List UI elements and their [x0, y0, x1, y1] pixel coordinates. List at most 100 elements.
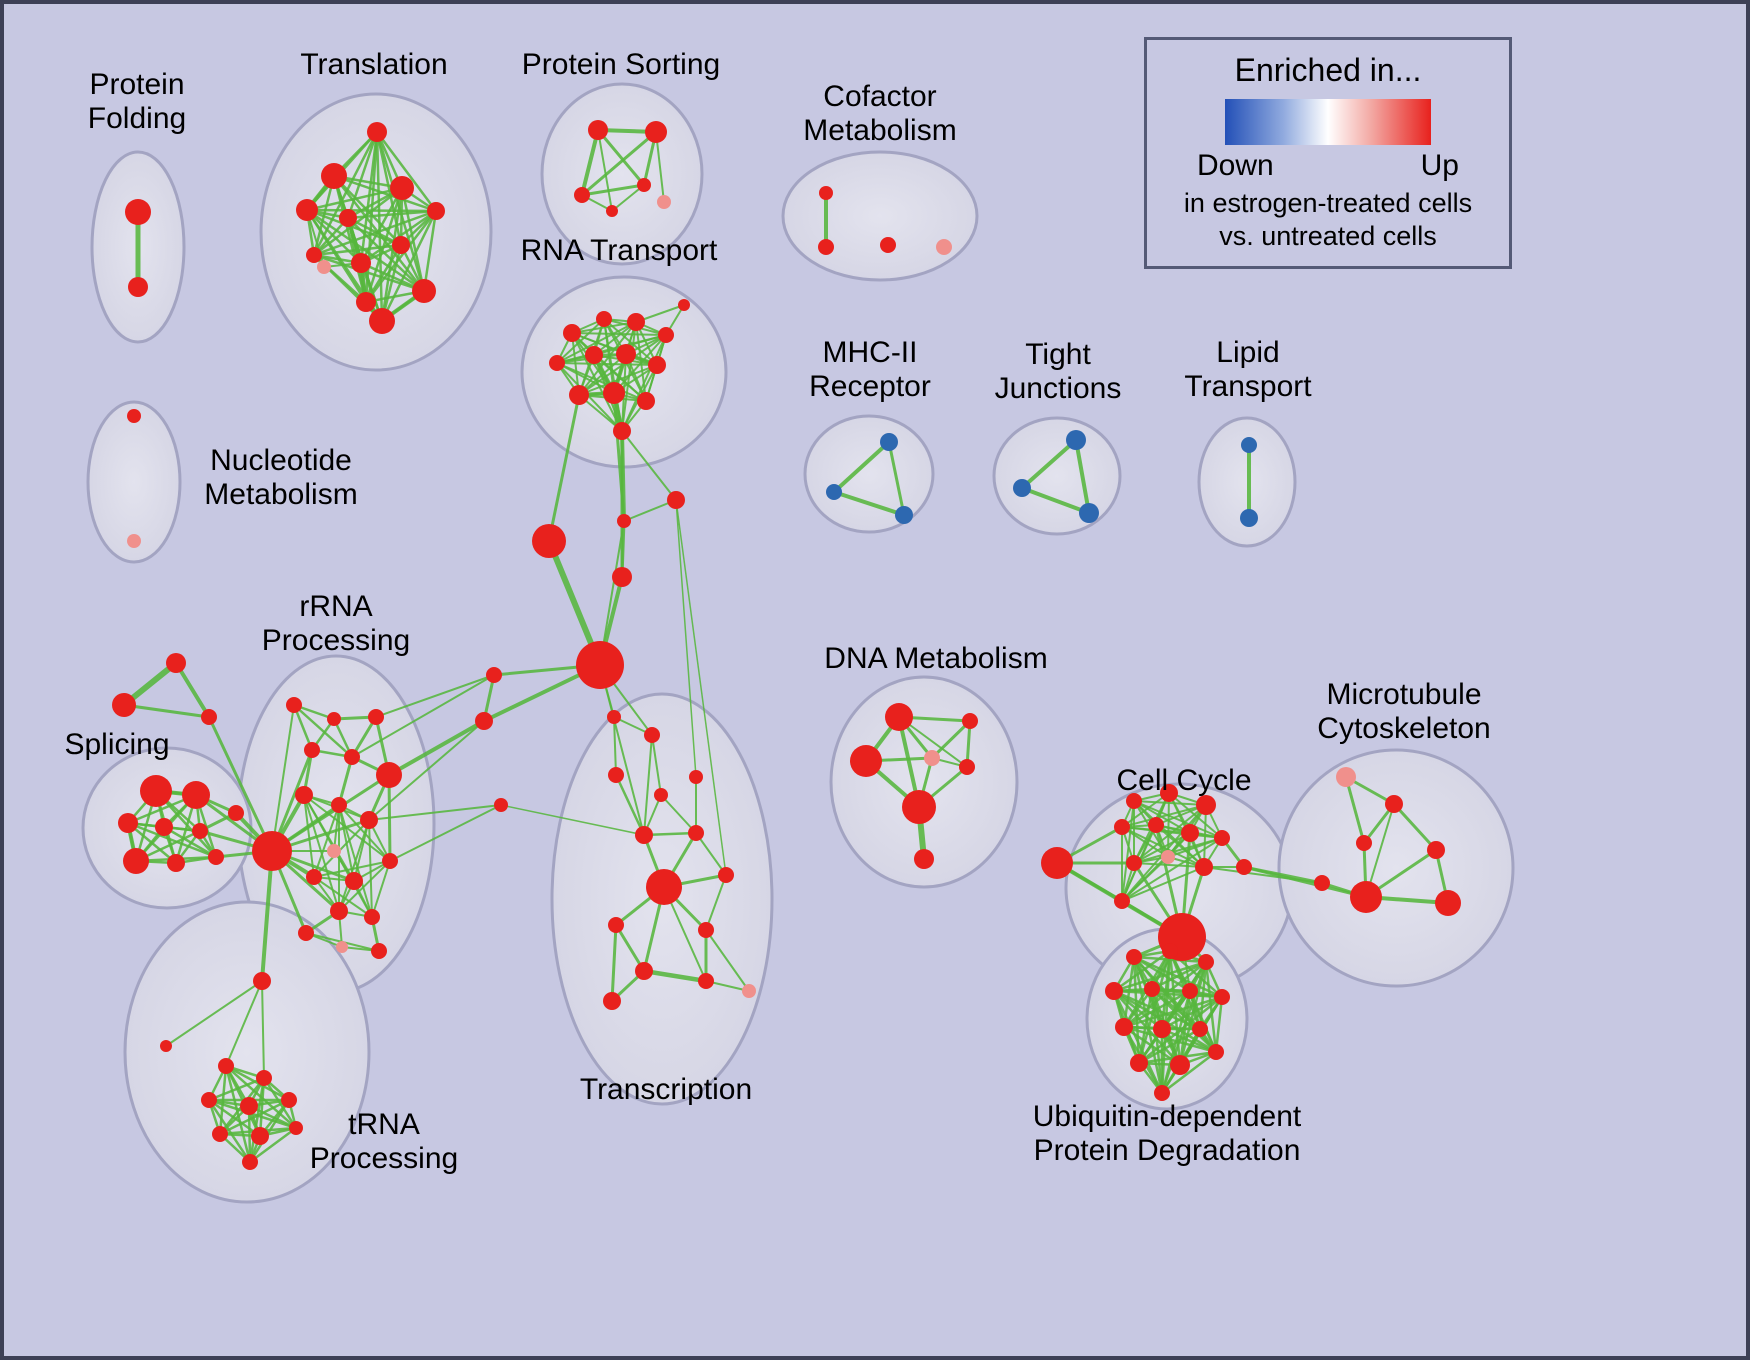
network-node-rr11 — [306, 869, 322, 885]
network-node-u12 — [1170, 1055, 1190, 1075]
network-edge — [556, 318, 605, 364]
network-edge — [556, 362, 623, 432]
network-edge — [1122, 989, 1192, 1029]
network-node-cf2 — [818, 239, 834, 255]
network-edge — [207, 1098, 262, 1138]
network-node-cc2 — [1126, 793, 1142, 809]
network-edge — [375, 130, 438, 213]
network-edge — [695, 832, 727, 876]
network-node-m5 — [486, 667, 502, 683]
network-node-u4 — [1105, 982, 1123, 1000]
network-node-u13 — [1208, 1044, 1224, 1060]
network-node-t8 — [351, 253, 371, 273]
network-node-mh3 — [895, 506, 913, 524]
network-node-pf2 — [128, 277, 148, 297]
network-node-rr18 — [371, 943, 387, 959]
network-edge — [380, 243, 403, 323]
network-node-tc5 — [281, 1092, 297, 1108]
network-edge — [207, 715, 274, 853]
network-node-rr13 — [382, 853, 398, 869]
network-node-cf1 — [819, 186, 833, 200]
network-node-cc3 — [1160, 784, 1178, 802]
network-edge — [1122, 1025, 1218, 1054]
network-node-mt3 — [1356, 835, 1372, 851]
network-node-mt1 — [1336, 767, 1356, 787]
network-node-t11 — [356, 292, 376, 312]
network-node-ps4 — [637, 178, 651, 192]
network-edge — [261, 980, 265, 1079]
network-edge — [651, 734, 662, 796]
network-edge — [1132, 955, 1192, 993]
network-edge — [556, 362, 658, 366]
network-edge — [305, 208, 363, 265]
network-edge — [580, 183, 646, 197]
network-node-u2 — [1162, 943, 1178, 959]
cluster-label-protein-sorting: Protein Sorting — [522, 48, 720, 81]
network-node-mt4 — [1427, 841, 1445, 859]
network-edge — [1150, 960, 1208, 991]
network-node-d1 — [885, 703, 913, 731]
network-edge — [1121, 837, 1223, 902]
network-node-rt8 — [648, 356, 666, 374]
cluster-ellipse-trna-processing — [123, 900, 371, 1204]
network-edge — [1365, 803, 1395, 898]
network-node-t3 — [296, 199, 318, 221]
network-node-s9 — [228, 805, 244, 821]
network-edge — [389, 804, 502, 862]
network-edge — [1137, 987, 1154, 1065]
network-node-ps3 — [574, 187, 590, 203]
network-edge — [292, 703, 354, 759]
cluster-label-cell-cycle: Cell Cycle — [1116, 764, 1251, 797]
legend-down-label: Down — [1197, 149, 1274, 182]
network-node-rr4 — [304, 742, 320, 758]
network-edge — [122, 703, 211, 719]
network-edge — [338, 819, 370, 912]
network-edge — [1214, 995, 1224, 1054]
network-edge — [1392, 802, 1438, 852]
network-node-pf1 — [125, 199, 151, 225]
network-edge — [313, 819, 370, 878]
network-node-tx10 — [608, 917, 624, 933]
network-edge — [621, 334, 667, 432]
network-edge — [224, 1064, 291, 1102]
network-node-tx6 — [635, 826, 653, 844]
network-node-tx2 — [644, 727, 660, 743]
network-node-mt7 — [1435, 890, 1461, 916]
network-node-g1 — [166, 653, 186, 673]
network-node-n1 — [127, 409, 141, 423]
network-edge — [610, 923, 618, 1003]
network-node-m1 — [667, 491, 685, 509]
network-node-ps5 — [606, 205, 618, 217]
network-node-s1 — [140, 775, 172, 807]
cluster-label-splicing: Splicing — [64, 728, 169, 761]
network-node-cc1 — [1041, 847, 1073, 879]
network-node-rrhub — [252, 831, 292, 871]
network-node-tc1 — [218, 1058, 234, 1074]
network-node-tx12 — [635, 962, 653, 980]
network-edge — [207, 1076, 266, 1102]
network-edge — [292, 703, 314, 752]
network-node-rt7 — [616, 344, 636, 364]
network-node-m2 — [617, 514, 631, 528]
network-node-rt11 — [637, 392, 655, 410]
network-node-tx4 — [654, 788, 668, 802]
network-node-t12 — [412, 279, 436, 303]
network-edge — [359, 130, 379, 265]
network-node-tc8 — [289, 1121, 303, 1135]
network-edge — [621, 430, 677, 501]
network-edge — [364, 186, 404, 304]
network-node-lt2 — [1240, 509, 1258, 527]
legend-caption-line1: in estrogen-treated cells — [1183, 188, 1473, 218]
network-edge — [270, 773, 391, 853]
network-node-rr1 — [286, 697, 302, 713]
network-edge — [271, 704, 295, 852]
network-node-u1 — [1126, 949, 1142, 965]
network-edge — [578, 364, 658, 396]
cluster-ellipse-tight-junctions — [992, 416, 1122, 536]
network-edge — [1155, 824, 1205, 868]
network-node-cc6 — [1148, 817, 1164, 833]
network-edge — [1133, 837, 1223, 864]
network-node-cf4 — [936, 239, 952, 255]
